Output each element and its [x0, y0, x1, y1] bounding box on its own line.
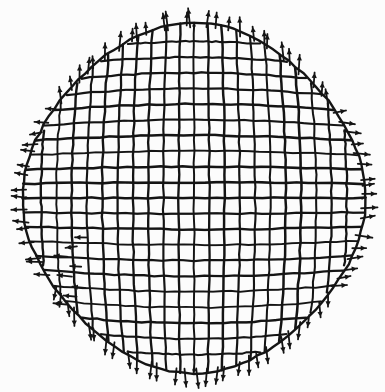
- vector-arrow: [195, 368, 200, 388]
- vector-arrow: [13, 219, 29, 224]
- vector-arrow: [75, 235, 87, 240]
- vector-arrow: [183, 369, 188, 387]
- vector-arrow: [237, 17, 242, 36]
- vector-arrow: [312, 73, 317, 88]
- vector-arrow: [361, 214, 375, 219]
- vector-arrow: [361, 205, 377, 210]
- vector-arrow: [318, 302, 323, 317]
- vector-arrow: [344, 130, 361, 135]
- mesh-line-vertical: [193, 23, 194, 374]
- vector-arrow: [214, 367, 219, 384]
- vector-arrow: [127, 351, 132, 368]
- mesh-line-vertical: [362, 198, 363, 199]
- vector-arrow: [68, 76, 73, 90]
- vector-arrow: [66, 245, 77, 250]
- vector-arrow: [326, 292, 331, 306]
- vector-arrow: [341, 267, 357, 272]
- vector-arrow: [70, 264, 81, 269]
